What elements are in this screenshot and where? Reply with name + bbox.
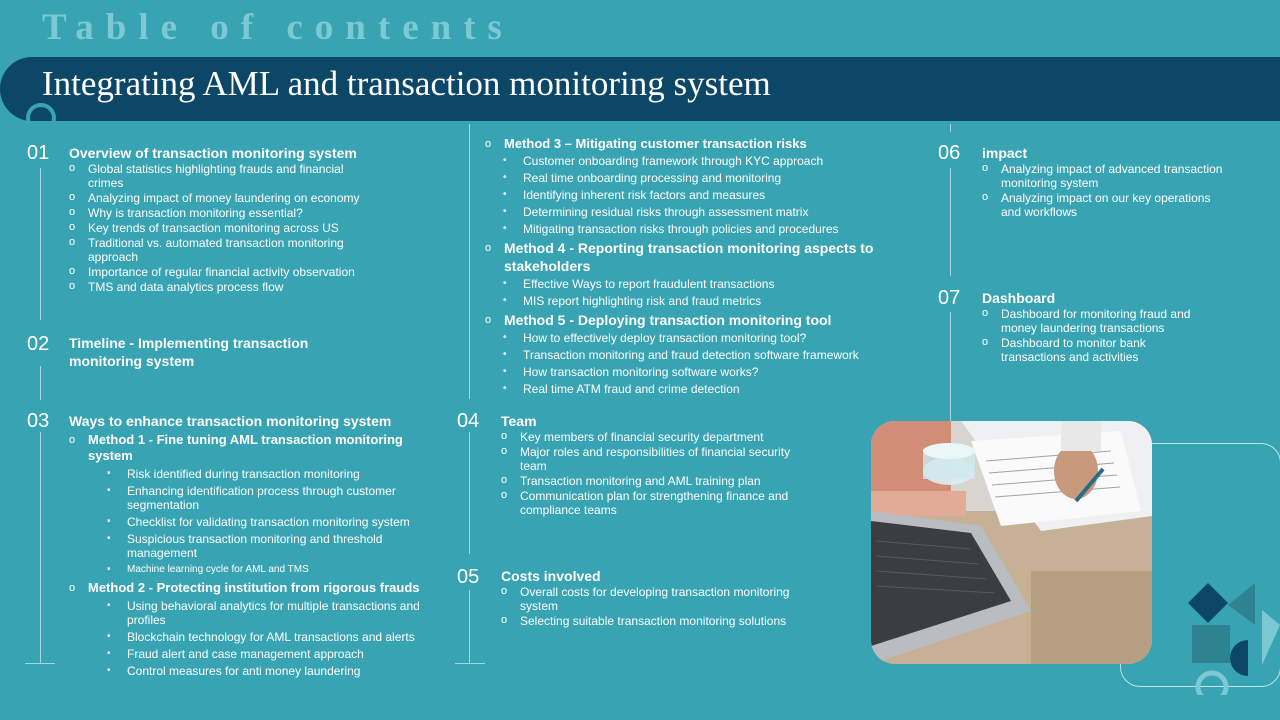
methods-continued: Method 3 – Mitigating customer transacti… <box>485 136 905 399</box>
list-item: Analyzing impact on our key operations a… <box>982 190 1227 219</box>
section-title: Overview of transaction monitoring syste… <box>69 145 357 161</box>
office-photo <box>871 421 1152 664</box>
list-item: Communication plan for strengthening fin… <box>501 488 791 517</box>
page-title: Integrating AML and transaction monitori… <box>42 64 771 103</box>
list-item: Customer onboarding framework through KY… <box>485 154 905 168</box>
method-3-list: Customer onboarding framework through KY… <box>485 154 905 236</box>
section-title: Team <box>501 413 537 429</box>
title-banner <box>0 57 1280 121</box>
method-3-title: Method 3 – Mitigating customer transacti… <box>485 136 905 152</box>
section-07: Dashboard Dashboard for monitoring fraud… <box>982 289 1242 365</box>
list-item: Major roles and responsibilities of fina… <box>501 444 791 473</box>
section-05: Costs involved Overall costs for develop… <box>501 567 801 629</box>
section-number: 06 <box>938 142 961 164</box>
list-item: MIS report highlighting risk and fraud m… <box>485 294 905 308</box>
method-1-list: Risk identified during transaction monit… <box>69 467 414 577</box>
method-4-title: Method 4 - Reporting transaction monitor… <box>485 239 905 275</box>
list-item: Enhancing identification process through… <box>69 484 414 512</box>
list-item: Risk identified during transaction monit… <box>69 467 414 481</box>
section-06: impact Analyzing impact of advanced tran… <box>982 144 1242 220</box>
list-item: How transaction monitoring software work… <box>485 365 905 379</box>
section-03: Ways to enhance transaction monitoring s… <box>69 412 439 681</box>
toc-title: Table of contents <box>42 7 514 48</box>
section-01: Overview of transaction monitoring syste… <box>69 144 399 295</box>
section-06-list: Analyzing impact of advanced transaction… <box>982 161 1227 219</box>
section-07-list: Dashboard for monitoring fraud and money… <box>982 306 1212 364</box>
list-item: Mitigating transaction risks through pol… <box>485 222 905 236</box>
list-item: Global statistics highlighting frauds an… <box>69 161 364 190</box>
divider-line <box>950 312 951 422</box>
method-5-list: How to effectively deploy transaction mo… <box>485 331 905 396</box>
section-title: Dashboard <box>982 290 1056 306</box>
list-item: Control measures for anti money launderi… <box>69 664 429 678</box>
divider-line <box>40 366 41 400</box>
list-item: Fraud alert and case management approach <box>69 647 429 661</box>
section-number: 01 <box>27 142 50 164</box>
decorative-shapes <box>1188 583 1280 695</box>
method-4-list: Effective Ways to report fraudulent tran… <box>485 277 905 308</box>
section-title: Costs involved <box>501 568 601 584</box>
list-item: Why is transaction monitoring essential? <box>69 205 364 220</box>
section-04-list: Key members of financial security depart… <box>501 429 791 517</box>
divider-line <box>40 168 41 320</box>
section-number: 05 <box>457 566 480 588</box>
divider-line <box>469 590 470 663</box>
list-item: Analyzing impact of advanced transaction… <box>982 161 1227 190</box>
list-item: Transaction monitoring and AML training … <box>501 473 791 488</box>
list-item: Traditional vs. automated transaction mo… <box>69 235 364 264</box>
divider-line <box>25 663 55 664</box>
method-1-title: Method 1 - Fine tuning AML transaction m… <box>69 432 418 464</box>
list-item: Checklist for validating transaction mon… <box>69 515 414 529</box>
list-item: Analyzing impact of money laundering on … <box>69 190 364 205</box>
list-item: Selecting suitable transaction monitorin… <box>501 613 791 628</box>
section-05-list: Overall costs for developing transaction… <box>501 584 791 628</box>
list-item: Identifying inherent risk factors and me… <box>485 188 905 202</box>
list-item: Blockchain technology for AML transactio… <box>69 630 429 644</box>
list-item: Key members of financial security depart… <box>501 429 791 444</box>
section-01-list: Global statistics highlighting frauds an… <box>69 161 364 294</box>
section-04: Team Key members of financial security d… <box>501 412 801 518</box>
list-item: Effective Ways to report fraudulent tran… <box>485 277 905 291</box>
list-item: Importance of regular financial activity… <box>69 264 364 279</box>
list-item: Transaction monitoring and fraud detecti… <box>485 348 905 362</box>
laptop-desk-illustration <box>871 421 1152 664</box>
method-2-title: Method 2 - Protecting institution from r… <box>69 580 448 596</box>
list-item: Using behavioral analytics for multiple … <box>69 599 429 627</box>
section-number: 03 <box>27 410 50 432</box>
section-title: Ways to enhance transaction monitoring s… <box>69 413 392 429</box>
list-item: Determining residual risks through asses… <box>485 205 905 219</box>
method-2-list: Using behavioral analytics for multiple … <box>69 599 429 678</box>
list-item: Real time onboarding processing and moni… <box>485 171 905 185</box>
divider-line <box>950 124 951 132</box>
list-item: Dashboard to monitor bank transactions a… <box>982 335 1212 364</box>
divider-line <box>455 663 485 664</box>
section-number: 04 <box>457 410 480 432</box>
divider-line <box>469 124 470 399</box>
list-item: Machine learning cycle for AML and TMS <box>69 563 414 577</box>
decorative-ring-icon <box>26 103 56 133</box>
divider-line <box>950 168 951 276</box>
list-item: How to effectively deploy transaction mo… <box>485 331 905 345</box>
divider-line <box>469 432 470 554</box>
list-item: Real time ATM fraud and crime detection <box>485 382 905 396</box>
method-5-title: Method 5 - Deploying transaction monitor… <box>485 311 905 329</box>
list-item: Suspicious transaction monitoring and th… <box>69 532 414 560</box>
divider-line <box>40 432 41 663</box>
list-item: Key trends of transaction monitoring acr… <box>69 220 364 235</box>
section-number: 07 <box>938 287 961 309</box>
list-item: TMS and data analytics process flow <box>69 279 364 294</box>
section-number: 02 <box>27 333 50 355</box>
section-title: impact <box>982 145 1028 161</box>
list-item: Overall costs for developing transaction… <box>501 584 791 613</box>
list-item: Dashboard for monitoring fraud and money… <box>982 306 1212 335</box>
section-title: Timeline - Implementing transaction moni… <box>69 335 309 369</box>
